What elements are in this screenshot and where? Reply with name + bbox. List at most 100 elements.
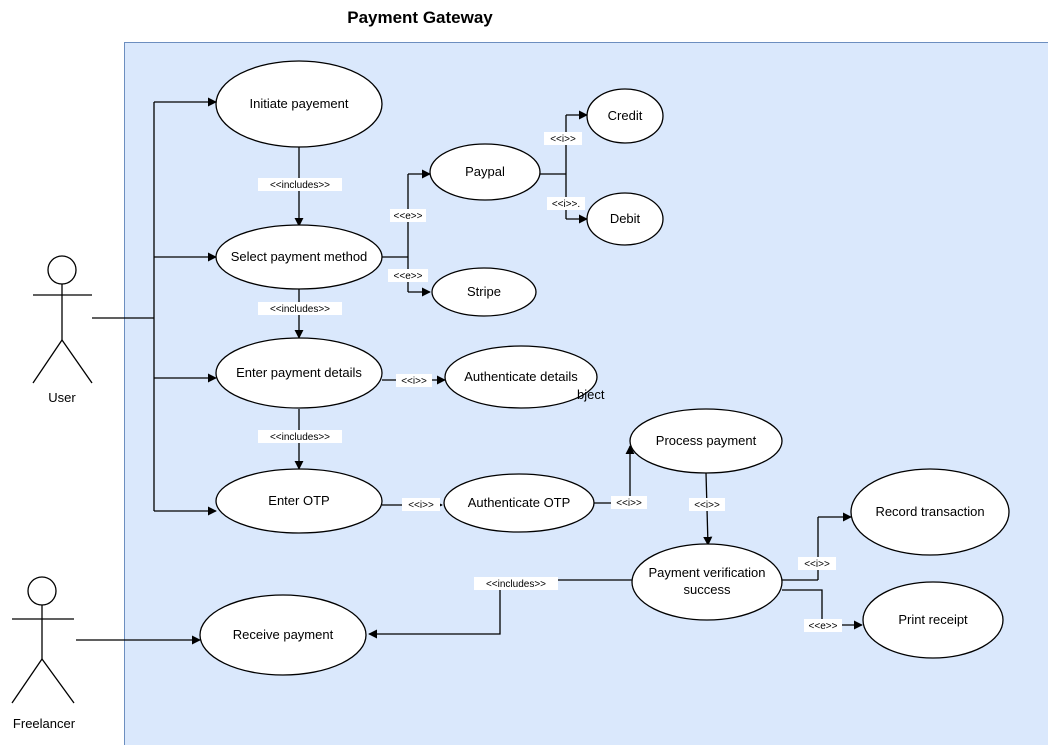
usecase-process-payment-shape: [629, 408, 783, 474]
edge-label-includes-3: <<includes>>: [258, 430, 342, 443]
edge-label-includes-1-text: <<includes>>: [270, 180, 330, 191]
edge-label-e-paypal: <<e>>: [390, 209, 426, 222]
usecase-stripe-shape: [431, 267, 537, 317]
edge-label-i-auth-details-text: <<i>>: [401, 376, 427, 387]
usecase-debit-label: Debit: [610, 211, 641, 226]
edge-label-includes-2: <<includes>>: [258, 302, 342, 315]
usecase-record-transaction-label: Record transaction: [875, 504, 984, 519]
edge-label-includes-3-text: <<includes>>: [270, 432, 330, 443]
usecase-process-payment[interactable]: Process payment: [629, 408, 783, 474]
usecase-enter-otp[interactable]: Enter OTP: [215, 468, 383, 534]
edge-label-i-verify-text: <<i>>: [694, 500, 720, 511]
actor-freelancer-label: Freelancer: [13, 716, 76, 731]
edge-label-i-auth-otp-bg: [402, 498, 440, 511]
edge-label-i-record-text: <<i>>: [804, 559, 830, 570]
usecase-receive-payment-shape: [199, 594, 367, 676]
edge-label-i-record-bg: [798, 557, 836, 570]
usecase-debit-shape: [586, 192, 664, 246]
usecase-select-payment-method[interactable]: Select payment method: [215, 224, 383, 290]
stray-text: bject: [577, 387, 605, 402]
edge-label-e-stripe-bg: [388, 269, 428, 282]
edge-label-i-credit-bg: [544, 132, 582, 145]
edge-label-e-stripe: <<e>>: [388, 269, 428, 282]
edge-label-includes-4-text: <<includes>>: [486, 579, 546, 590]
usecase-enter-otp-label: Enter OTP: [268, 493, 329, 508]
usecase-receive-payment[interactable]: Receive payment: [199, 594, 367, 676]
edge-label-e-stripe-text: <<e>>: [394, 271, 423, 282]
usecase-debit[interactable]: Debit: [586, 192, 664, 246]
usecase-authenticate-details[interactable]: Authenticate details: [444, 345, 598, 409]
diagram-title: Payment Gateway: [347, 8, 493, 27]
edge-label-i-auth-otp: <<i>>: [402, 498, 440, 511]
usecase-stripe-label: Stripe: [467, 284, 501, 299]
edge-label-i-auth-details-bg: [396, 374, 432, 387]
usecase-process-payment-label: Process payment: [656, 433, 757, 448]
usecase-credit-shape: [586, 88, 664, 144]
edge-label-e-paypal-bg: [390, 209, 426, 222]
edge-label-i-debit: <<i>>.: [547, 197, 585, 210]
edge-label-i-process: <<i>>: [611, 496, 647, 509]
edge-label-i-process-bg: [611, 496, 647, 509]
usecase-payment-verification-label-line2: success: [684, 582, 731, 597]
actor-user-right-leg: [61, 339, 93, 384]
usecase-enter-otp-shape: [215, 468, 383, 534]
actor-freelancer-left-leg: [11, 658, 43, 704]
edge-label-i-process-text: <<i>>: [616, 498, 642, 509]
usecase-payment-verification-success-shape: [631, 543, 783, 621]
usecase-enter-payment-details-shape: [215, 337, 383, 409]
edge-label-i-credit-text: <<i>>: [550, 134, 576, 145]
edge-label-includes-2-text: <<includes>>: [270, 304, 330, 315]
actor-user-label: User: [48, 390, 76, 405]
edge-label-e-print-bg: [804, 619, 842, 632]
edge-label-includes-1: <<includes>>: [258, 178, 342, 191]
actor-user-head: [47, 255, 77, 285]
edge-label-includes-1-bg: [258, 178, 342, 191]
usecase-print-receipt-shape: [862, 581, 1004, 659]
usecase-print-receipt-label: Print receipt: [898, 612, 968, 627]
edge-label-i-record: <<i>>: [798, 557, 836, 570]
edge-label-i-verify: <<i>>: [689, 498, 725, 511]
edge-label-i-credit: <<i>>: [544, 132, 582, 145]
edge-label-includes-4-bg: [474, 577, 558, 590]
usecase-initiate-payment[interactable]: Initiate payement: [215, 60, 383, 148]
usecase-authenticate-otp-shape: [443, 473, 595, 533]
actor-freelancer-head: [27, 576, 57, 606]
usecase-credit-label: Credit: [608, 108, 643, 123]
usecase-record-transaction-shape: [850, 468, 1010, 556]
usecase-receive-payment-label: Receive payment: [233, 627, 334, 642]
usecase-payment-verification-label-line1: Payment verification: [648, 565, 765, 580]
edge-label-e-paypal-text: <<e>>: [394, 211, 423, 222]
usecase-credit[interactable]: Credit: [586, 88, 664, 144]
usecase-print-receipt[interactable]: Print receipt: [862, 581, 1004, 659]
actor-user-left-leg: [32, 339, 63, 384]
edge-label-i-debit-text: <<i>>.: [552, 199, 580, 210]
usecase-stripe[interactable]: Stripe: [431, 267, 537, 317]
edge-label-i-debit-bg: [547, 197, 585, 210]
usecase-enter-payment-details[interactable]: Enter payment details: [215, 337, 383, 409]
usecase-payment-verification-success[interactable]: Payment verification success: [631, 543, 783, 621]
usecase-paypal[interactable]: Paypal: [429, 143, 541, 201]
usecase-authenticate-details-label: Authenticate details: [464, 369, 578, 384]
edge-label-includes-2-bg: [258, 302, 342, 315]
edge-label-includes-3-bg: [258, 430, 342, 443]
usecase-enter-payment-details-label: Enter payment details: [236, 365, 362, 380]
usecase-record-transaction[interactable]: Record transaction: [850, 468, 1010, 556]
actor-freelancer[interactable]: Freelancer: [11, 576, 76, 731]
edge-label-includes-4: <<includes>>: [474, 577, 558, 590]
edge-label-e-print: <<e>>: [804, 619, 842, 632]
edge-label-e-print-text: <<e>>: [809, 621, 838, 632]
usecase-initiate-payment-shape: [215, 60, 383, 148]
verification-to-receive-edge: [368, 579, 632, 639]
usecase-authenticate-otp[interactable]: Authenticate OTP: [443, 473, 595, 533]
edge-label-i-auth-details: <<i>>: [396, 374, 432, 387]
usecase-paypal-label: Paypal: [465, 164, 505, 179]
usecase-paypal-shape: [429, 143, 541, 201]
usecase-select-payment-method-shape: [215, 224, 383, 290]
usecase-initiate-payment-label: Initiate payement: [249, 96, 348, 111]
edge-label-i-auth-otp-text: <<i>>: [408, 500, 434, 511]
usecase-select-payment-method-label: Select payment method: [231, 249, 368, 264]
edge-label-i-verify-bg: [689, 498, 725, 511]
actor-user[interactable]: User: [32, 255, 93, 405]
usecase-authenticate-details-shape: [444, 345, 598, 409]
